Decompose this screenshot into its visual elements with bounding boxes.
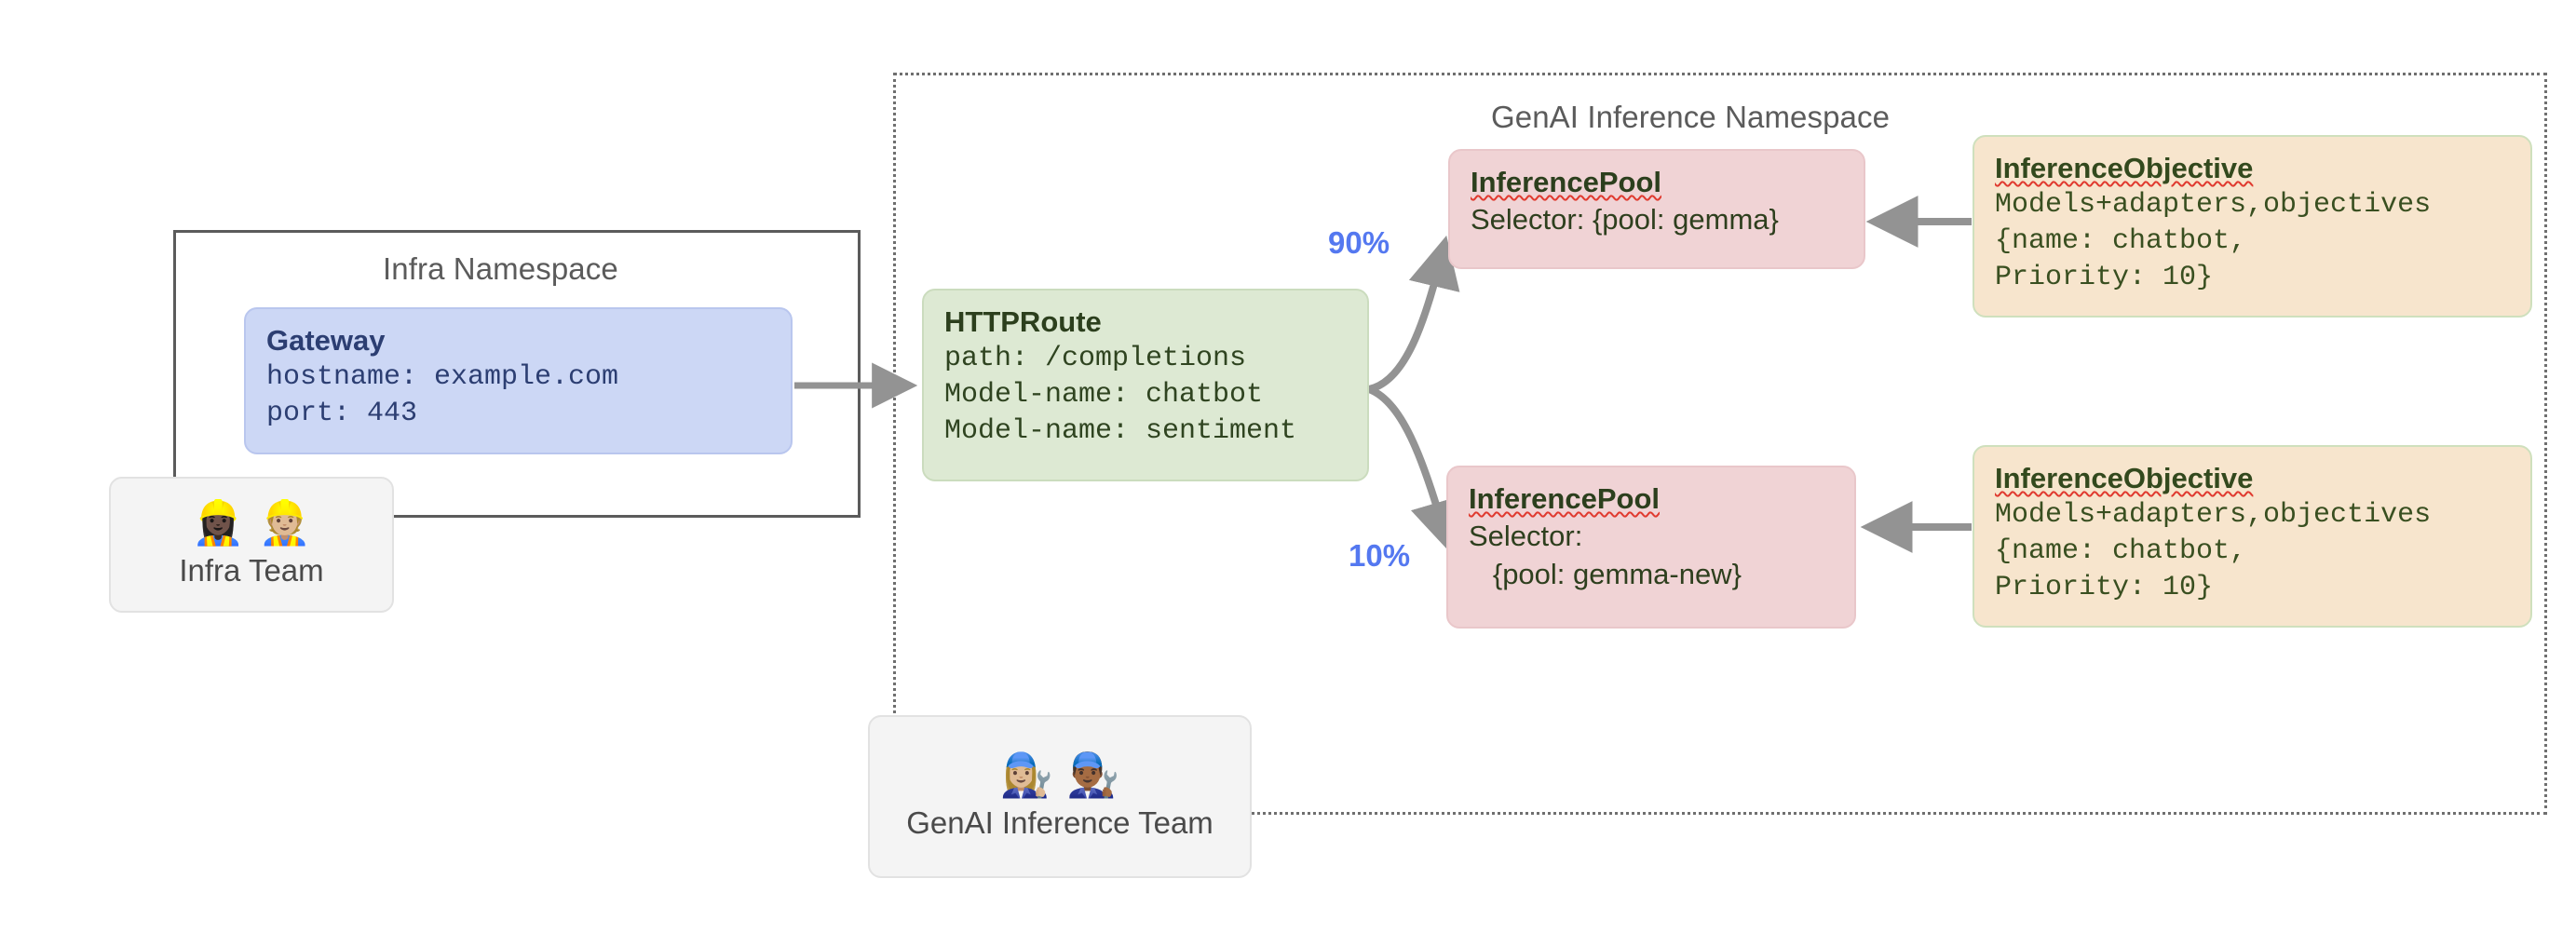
team-label-genai-inference: GenAI Inference Team	[906, 805, 1213, 840]
inferencepool-gemma-title: InferencePool	[1471, 166, 1661, 198]
inferenceobjective-top-line-name: {name: chatbot,	[1995, 225, 2247, 258]
inferenceobjective-top-title: InferenceObjective	[1995, 152, 2254, 184]
mechanic-icon: 👩🏼‍🔧👨🏾‍🔧	[999, 750, 1133, 799]
namespace-infra-title: Infra Namespace	[383, 251, 618, 286]
httproute-line-model-chatbot: Model-name: chatbot	[944, 379, 1264, 412]
resource-inferencepool-gemma[interactable]: InferencePool Selector: {pool: gemma}	[1448, 149, 1865, 269]
httproute-title: HTTPRoute	[944, 305, 1102, 338]
gateway-line-hostname: hostname: example.com	[266, 361, 619, 394]
inferencepool-gemma-new-selector-value: {pool: gemma-new}	[1469, 557, 1742, 590]
resource-inferencepool-gemma-new[interactable]: InferencePool Selector: {pool: gemma-new…	[1446, 466, 1856, 629]
edge-label-10-percent: 10%	[1349, 538, 1411, 573]
inferenceobjective-top-line-models: Models+adapters,objectives	[1995, 189, 2432, 222]
resource-httproute[interactable]: HTTPRoute path: /completions Model-name:…	[922, 289, 1369, 481]
edge-label-90-percent: 90%	[1328, 225, 1390, 260]
inferenceobjective-top-line-priority: Priority: 10}	[1995, 262, 2214, 294]
gateway-title: Gateway	[266, 324, 386, 357]
httproute-line-model-sentiment: Model-name: sentiment	[944, 415, 1297, 448]
inferencepool-gemma-new-selector-label: Selector:	[1469, 520, 1583, 553]
inferencepool-gemma-selector: Selector: {pool: gemma}	[1471, 203, 1779, 237]
inferenceobjective-bottom-line-priority: Priority: 10}	[1995, 572, 2214, 604]
team-label-infra: Infra Team	[179, 553, 324, 588]
team-card-infra[interactable]: 👷🏿‍♀️👷🏼 Infra Team	[109, 477, 394, 613]
construction-worker-icon: 👷🏿‍♀️👷🏼	[191, 498, 325, 547]
resource-inferenceobjective-bottom[interactable]: InferenceObjective Models+adapters,objec…	[1973, 445, 2532, 628]
gateway-line-port: port: 443	[266, 398, 418, 430]
resource-inferenceobjective-top[interactable]: InferenceObjective Models+adapters,objec…	[1973, 135, 2532, 318]
inferenceobjective-bottom-line-name: {name: chatbot,	[1995, 535, 2247, 568]
namespace-genai-inference-title: GenAI Inference Namespace	[1491, 100, 1891, 134]
team-card-genai-inference[interactable]: 👩🏼‍🔧👨🏾‍🔧 GenAI Inference Team	[868, 715, 1252, 878]
resource-gateway[interactable]: Gateway hostname: example.com port: 443	[244, 307, 793, 454]
namespace-genai-inference	[893, 73, 2547, 815]
namespace-infra	[173, 230, 861, 518]
httproute-line-path: path: /completions	[944, 343, 1247, 375]
inferenceobjective-bottom-title: InferenceObjective	[1995, 462, 2254, 494]
inferencepool-gemma-new-title: InferencePool	[1469, 482, 1660, 515]
inferenceobjective-bottom-line-models: Models+adapters,objectives	[1995, 499, 2432, 532]
